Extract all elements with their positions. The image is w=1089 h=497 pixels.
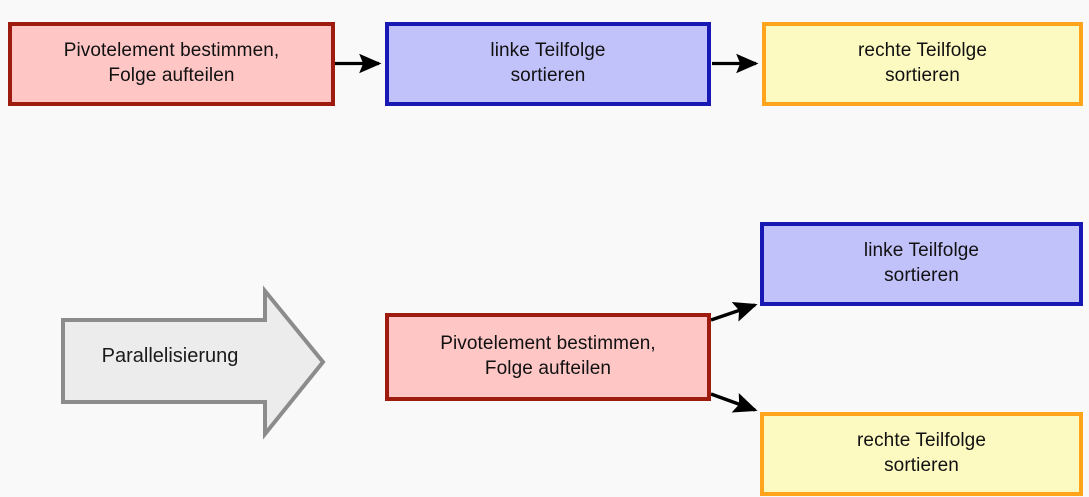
node-label: Pivotelement bestimmen,Folge aufteilen (63, 40, 280, 86)
node-parallel-pivot[interactable]: Pivotelement bestimmen,Folge aufteilen (385, 313, 711, 401)
connector-bot-pivot-to-right (710, 392, 758, 413)
node-sequential-pivot[interactable]: Pivotelement bestimmen,Folge aufteilen (8, 22, 335, 106)
parallelisierung-label: Parallelisierung (101, 345, 239, 367)
node-label: Pivotelement bestimmen,Folge aufteilen (440, 333, 656, 379)
connector-bot-pivot-to-left (710, 301, 758, 322)
